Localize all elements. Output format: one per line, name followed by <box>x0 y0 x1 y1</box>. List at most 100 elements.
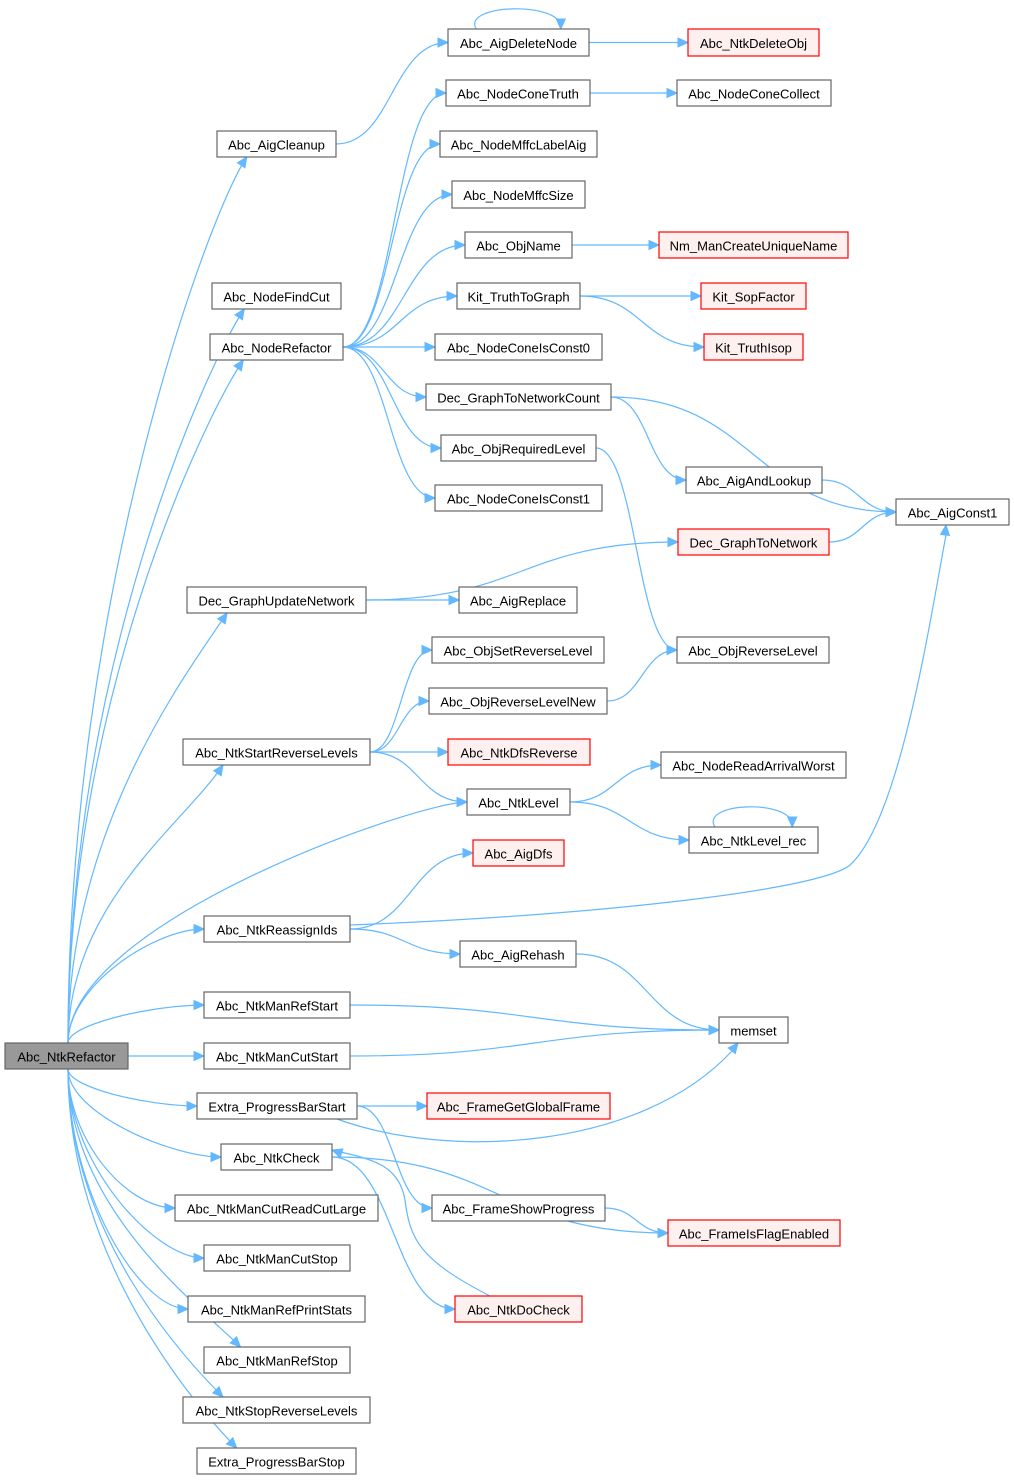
arrowhead-icon <box>424 492 437 504</box>
node-label: Abc_AigDeleteNode <box>460 36 577 51</box>
node-box <box>439 130 598 158</box>
node-abc-aigandlookup[interactable]: Abc_AigAndLookup <box>685 466 823 494</box>
node-abc-objrequiredlevel[interactable]: Abc_ObjRequiredLevel <box>440 434 597 462</box>
node-label: Abc_NtkManCutStop <box>216 1252 337 1267</box>
node-box <box>688 826 819 854</box>
node-label: Extra_ProgressBarStart <box>208 1100 346 1115</box>
arrowhead-icon <box>234 307 245 321</box>
edge-aigdeletenode-to-aigdeletenode <box>474 8 562 30</box>
node-label: Abc_ObjReverseLevel <box>688 644 817 659</box>
node-dec-graphtonetworkcount[interactable]: Dec_GraphToNetworkCount <box>425 383 612 411</box>
node-abc-ntkdocheck[interactable]: Abc_NtkDoCheck <box>454 1295 583 1323</box>
edge-noderefactor-to-objname <box>342 244 466 348</box>
node-abc-aigconst1[interactable]: Abc_AigConst1 <box>895 498 1010 526</box>
node-abc-aigrehash[interactable]: Abc_AigRehash <box>459 940 577 968</box>
node-abc-ntkmanrefstop[interactable]: Abc_NtkManRefStop <box>203 1346 351 1374</box>
edge-noderefactor-to-objrequiredlevel <box>342 346 442 449</box>
node-label: Abc_NtkManCutStart <box>216 1050 338 1065</box>
node-label: Extra_ProgressBarStop <box>208 1455 345 1470</box>
node-nm-mancreateuniquename[interactable]: Nm_ManCreateUniqueName <box>658 231 849 259</box>
node-box <box>434 333 603 361</box>
node-box <box>685 466 823 494</box>
arrowhead-icon <box>216 611 228 625</box>
arrowhead-icon <box>193 1252 206 1264</box>
node-abc-noderefactor[interactable]: Abc_NodeRefactor <box>209 333 344 361</box>
node-label: Abc_NodeConeTruth <box>457 87 579 102</box>
node-abc-objname[interactable]: Abc_ObjName <box>464 231 573 259</box>
node-abc-ntkmanrefprintstats[interactable]: Abc_NtkManRefPrintStats <box>187 1295 366 1323</box>
node-box <box>186 586 367 614</box>
node-abc-ntkmancutstop[interactable]: Abc_NtkManCutStop <box>203 1244 351 1272</box>
node-box <box>211 282 342 310</box>
node-abc-ntklevel[interactable]: Abc_NtkLevel <box>466 788 571 816</box>
node-abc-frameshowprogress[interactable]: Abc_FrameShowProgress <box>431 1194 606 1222</box>
node-abc-nodemffcsize[interactable]: Abc_NodeMffcSize <box>451 180 586 209</box>
node-abc-nodefindcut[interactable]: Abc_NodeFindCut <box>211 282 342 310</box>
node-abc-objreverselevel[interactable]: Abc_ObjReverseLevel <box>676 636 830 664</box>
node-memset[interactable]: memset <box>718 1016 789 1044</box>
node-abc-aigdfs[interactable]: Abc_AigDfs <box>472 839 565 867</box>
arrowhead-icon <box>666 644 679 656</box>
node-abc-objsetreverselevel[interactable]: Abc_ObjSetReverseLevel <box>431 636 605 664</box>
node-abc-ntkstartreverselevels[interactable]: Abc_NtkStartReverseLevels <box>182 738 371 766</box>
node-abc-framegetglobalframe[interactable]: Abc_FrameGetGlobalFrame <box>426 1092 611 1120</box>
edge-mancutstart-to-memset <box>349 1029 720 1057</box>
node-kit-truthisop[interactable]: Kit_TruthIsop <box>703 333 804 361</box>
arrowhead-icon <box>449 948 462 960</box>
node-abc-nodereadarrivalworst[interactable]: Abc_NodeReadArrivalWorst <box>660 751 847 779</box>
node-abc-ntkmancutstart[interactable]: Abc_NtkManCutStart <box>203 1042 351 1070</box>
arrowhead-icon <box>690 290 703 302</box>
node-box <box>196 1447 357 1475</box>
node-abc-ntkdeleteobj[interactable]: Abc_NtkDeleteObj <box>687 28 820 57</box>
node-box <box>660 751 847 779</box>
node-abc-nodeconeisconst0[interactable]: Abc_NodeConeIsConst0 <box>434 333 603 361</box>
node-abc-nodeconeisconst1[interactable]: Abc_NodeConeIsConst1 <box>434 484 603 512</box>
node-extra-progressbarstart[interactable]: Extra_ProgressBarStart <box>196 1092 358 1120</box>
node-extra-progressbarstop[interactable]: Extra_ProgressBarStop <box>196 1447 357 1475</box>
node-abc-aigreplace[interactable]: Abc_AigReplace <box>458 586 578 614</box>
node-abc-nodeconecollect[interactable]: Abc_NodeConeCollect <box>676 79 832 107</box>
node-box <box>203 1042 351 1070</box>
node-dec-graphupdatenetwork[interactable]: Dec_GraphUpdateNetwork <box>186 586 367 614</box>
node-abc-aigdeletenode[interactable]: Abc_AigDeleteNode <box>447 28 590 57</box>
edge-ntkrefactor-to-startreverselevels <box>67 764 224 1044</box>
node-abc-ntkreassignids[interactable]: Abc_NtkReassignIds <box>203 915 351 943</box>
node-box <box>4 1042 129 1070</box>
edge-ntkrefactor-to-noderefactor <box>67 359 244 1044</box>
node-abc-ntkrefactor[interactable]: Abc_NtkRefactor <box>4 1042 129 1070</box>
node-kit-truthtograph[interactable]: Kit_TruthToGraph <box>456 282 581 310</box>
edge-ntkcheck-to-ntkdocheck <box>331 1156 456 1310</box>
node-abc-nodeconetruth[interactable]: Abc_NodeConeTruth <box>445 79 591 107</box>
edge-ntklevelrec-to-ntklevelrec <box>712 806 793 828</box>
node-label: Abc_NtkDoCheck <box>467 1303 570 1318</box>
node-box <box>677 528 830 556</box>
node-abc-ntkdfsreverse[interactable]: Abc_NtkDfsReverse <box>447 738 591 766</box>
node-kit-sopfactor[interactable]: Kit_SopFactor <box>700 282 807 310</box>
node-box <box>667 1219 841 1247</box>
node-abc-ntkcheck[interactable]: Abc_NtkCheck <box>220 1143 333 1171</box>
arrowhead-icon <box>225 1436 238 1449</box>
arrowhead-icon <box>193 999 206 1011</box>
node-box <box>700 282 807 310</box>
arrowhead-icon <box>424 341 437 353</box>
node-abc-nodemffclabelaig[interactable]: Abc_NodeMffcLabelAig <box>439 130 598 158</box>
node-label: Abc_NtkStopReverseLevels <box>196 1404 358 1419</box>
node-box <box>216 130 337 158</box>
node-label: Dec_GraphToNetworkCount <box>437 391 600 406</box>
node-abc-frameisflagenabled[interactable]: Abc_FrameIsFlagEnabled <box>667 1219 841 1247</box>
node-abc-objreverselevelnew[interactable]: Abc_ObjReverseLevelNew <box>428 687 608 715</box>
node-dec-graphtonetwork[interactable]: Dec_GraphToNetwork <box>677 528 830 556</box>
node-box <box>466 788 571 816</box>
node-box <box>440 434 597 462</box>
edge-noderefactor-to-nodemffclabelaig <box>342 143 441 348</box>
node-abc-aigcleanup[interactable]: Abc_AigCleanup <box>216 130 337 158</box>
arrowhead-icon <box>211 1385 224 1398</box>
arrowhead-icon <box>236 155 248 169</box>
node-abc-ntklevel-rec[interactable]: Abc_NtkLevel_rec <box>688 826 819 854</box>
node-abc-ntkmancutreadcutlarge[interactable]: Abc_NtkManCutReadCutLarge <box>174 1194 379 1222</box>
node-box <box>182 738 371 766</box>
node-abc-ntkstopreverselevels[interactable]: Abc_NtkStopReverseLevels <box>182 1396 371 1424</box>
node-abc-ntkmanrefstart[interactable]: Abc_NtkManRefStart <box>203 991 351 1019</box>
edge-truthtograph-to-truthisop <box>579 295 705 348</box>
node-box <box>203 1244 351 1272</box>
